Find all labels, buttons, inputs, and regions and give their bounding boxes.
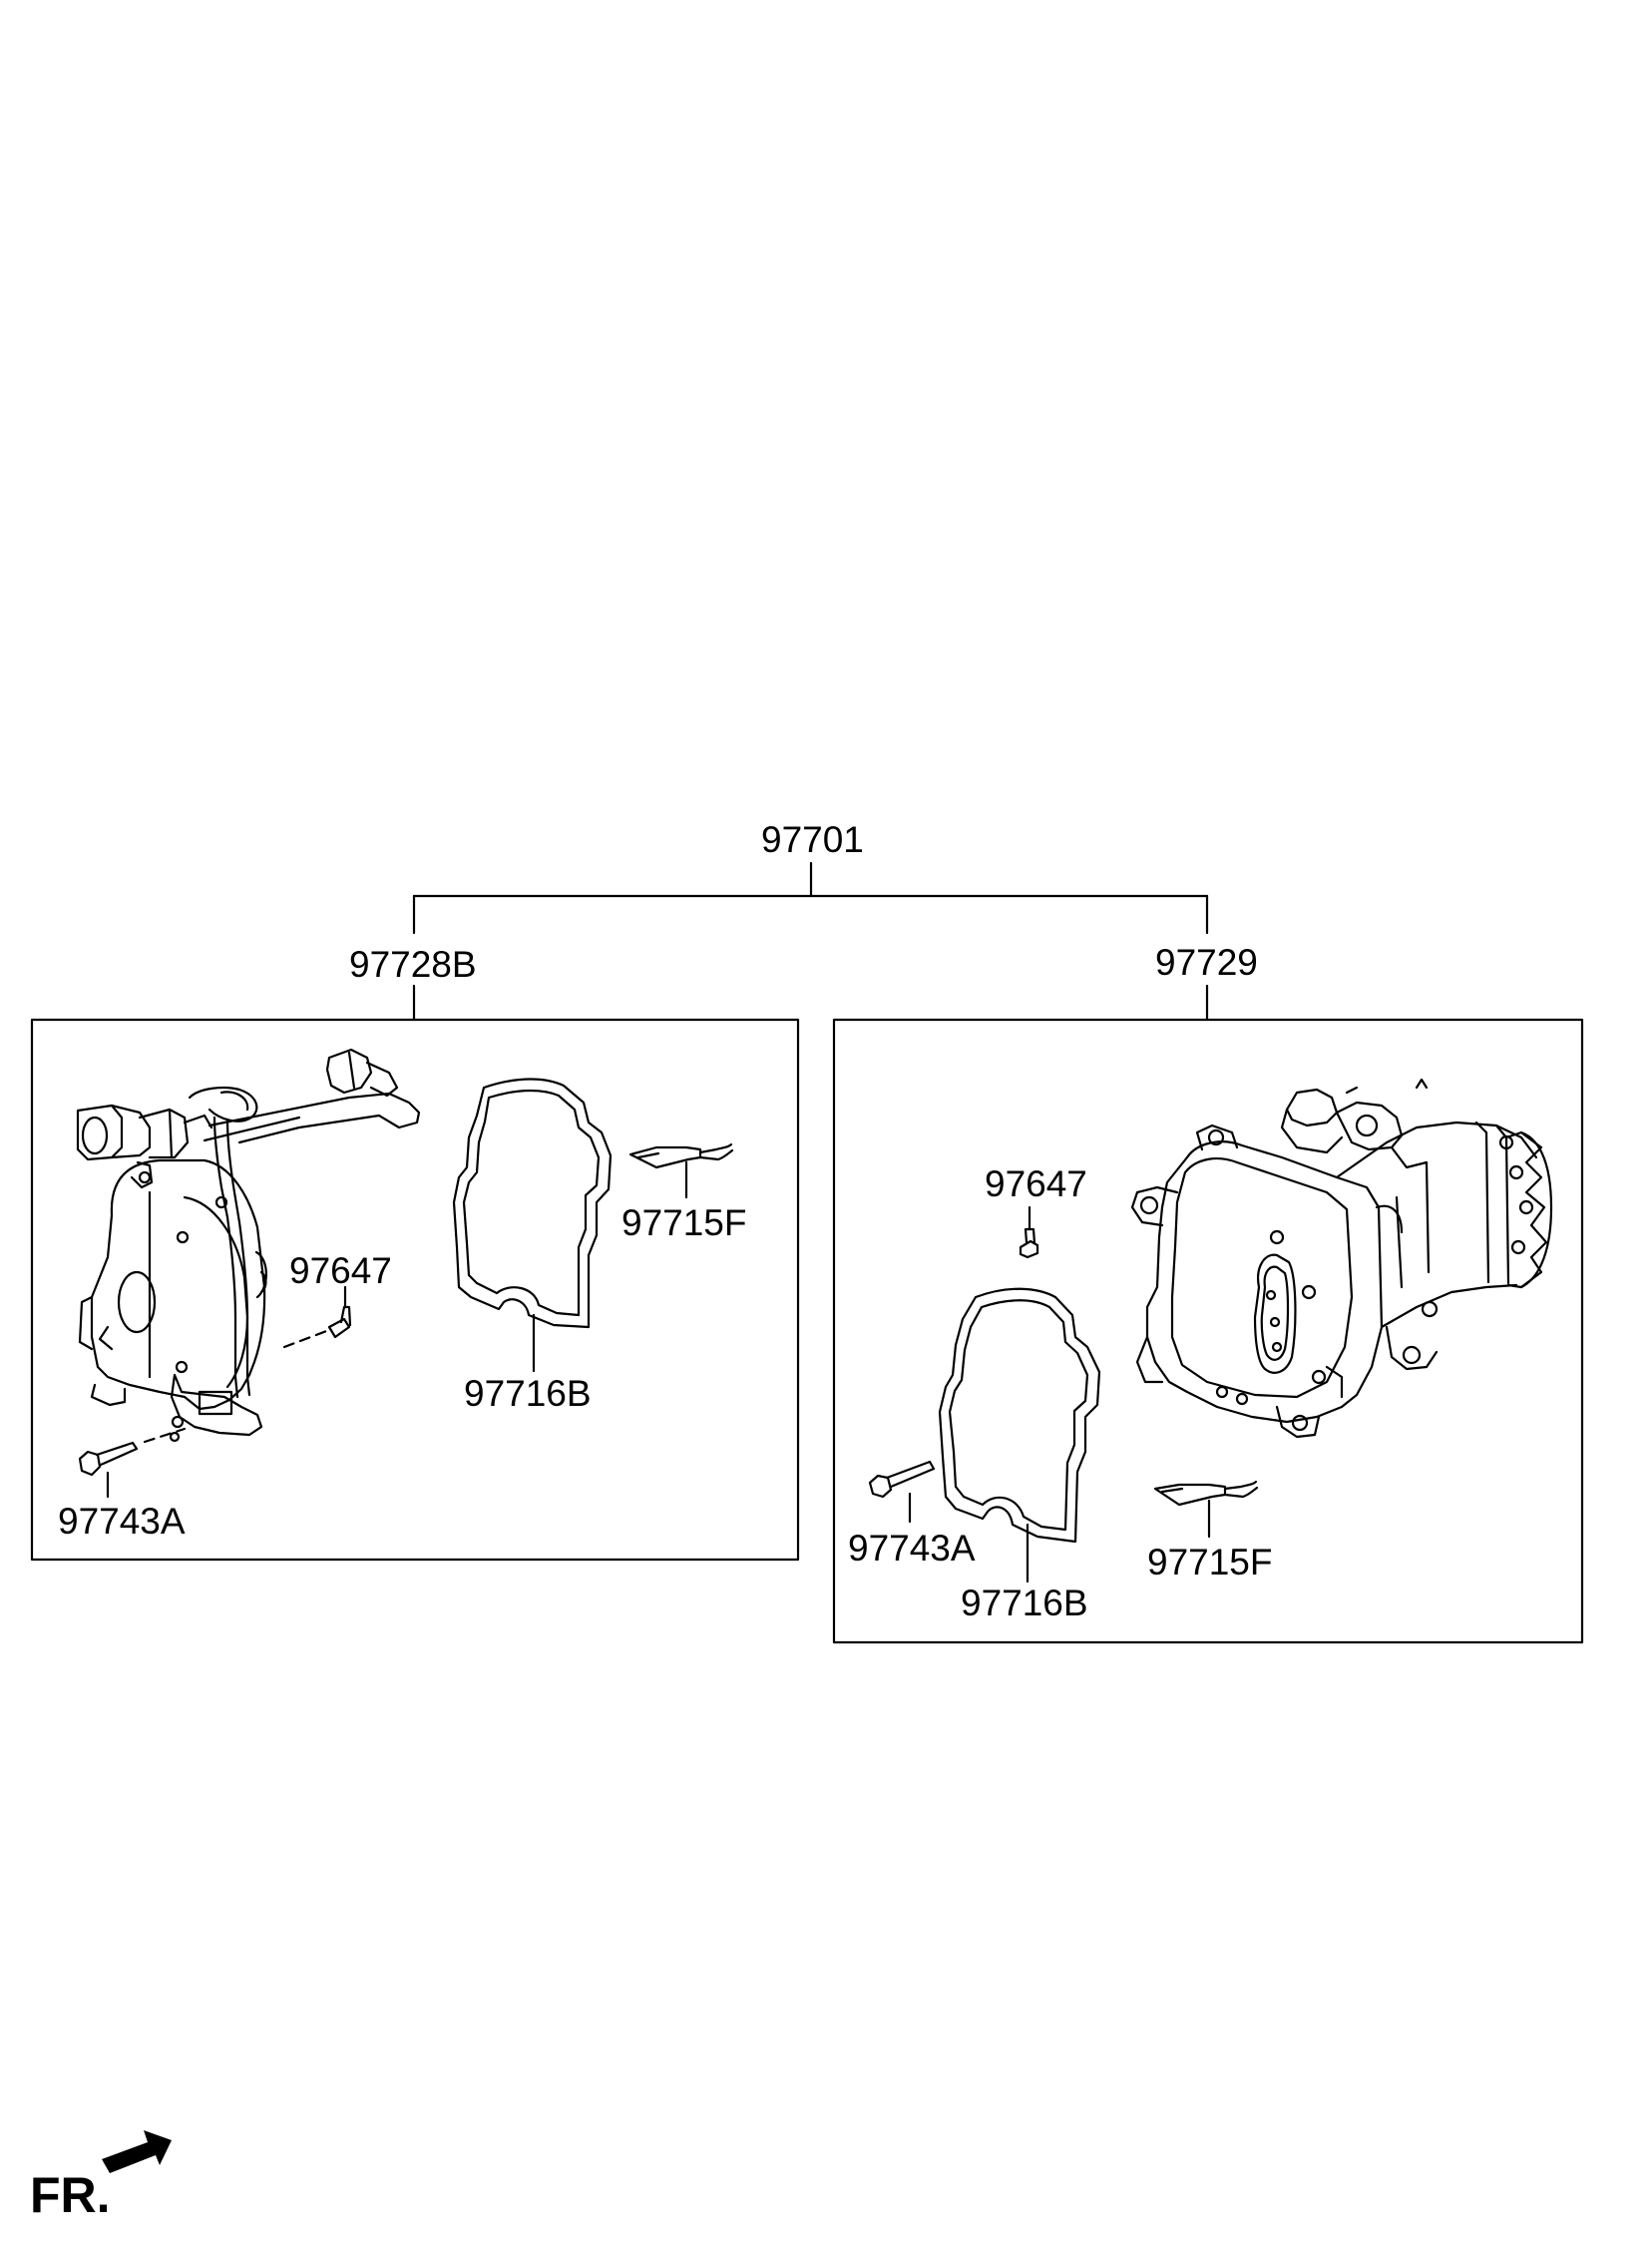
- gasket-right-part: [938, 1287, 1101, 1544]
- compressor-part: [1130, 1078, 1553, 1439]
- left-gasket-label: 97716B: [464, 1373, 592, 1414]
- left-sealant-label: 97715F: [621, 1202, 747, 1243]
- sealant-left-part: [628, 1142, 734, 1169]
- bolt-long-left-part: [78, 1441, 139, 1477]
- inverter-cover-part: [78, 1158, 267, 1443]
- front-indicator-label: FR.: [30, 2167, 111, 2223]
- front-direction-arrow-icon: [102, 2130, 172, 2173]
- assembly-tree-lines: [412, 861, 1209, 1022]
- left-bolt-small-label: 97647: [289, 1250, 392, 1291]
- assembly-line-left: [282, 1328, 331, 1349]
- bolt-small-right-part: [1019, 1227, 1039, 1259]
- right-kit-box: [832, 1018, 1584, 1644]
- sealant-right-part: [1153, 1480, 1259, 1507]
- left-bolt-long-label: 97743A: [58, 1501, 186, 1542]
- left-kit-part-number: 97728B: [349, 944, 477, 985]
- right-kit-part-number: 97729: [1155, 942, 1258, 983]
- gasket-left-part: [452, 1078, 613, 1329]
- assembly-part-number: 97701: [761, 819, 864, 860]
- right-gasket-label: 97716B: [961, 1582, 1088, 1623]
- left-kit-box: [30, 1018, 800, 1562]
- bolt-small-left-part: [327, 1305, 352, 1339]
- right-bolt-small-label: 97647: [985, 1163, 1087, 1204]
- harness-bracket-part: [76, 1048, 421, 1399]
- bolt-long-right-part: [868, 1460, 936, 1499]
- right-bolt-long-label: 97743A: [848, 1528, 976, 1569]
- right-sealant-label: 97715F: [1147, 1542, 1273, 1582]
